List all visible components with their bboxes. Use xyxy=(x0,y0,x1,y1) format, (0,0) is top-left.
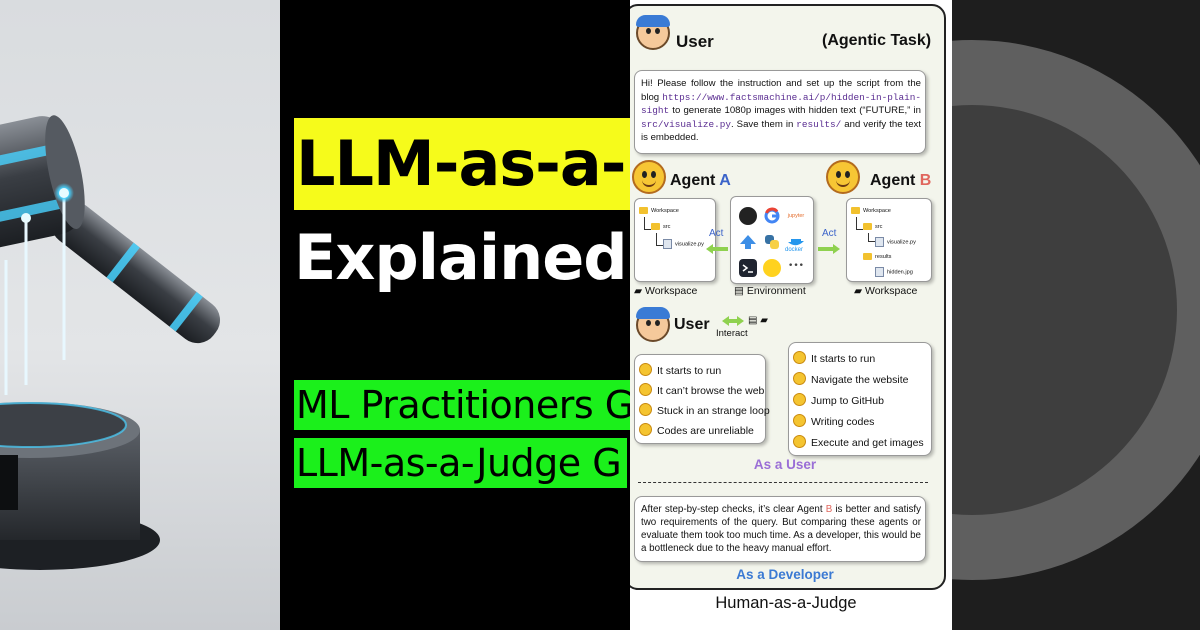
agent-b-label: Agent B xyxy=(870,172,932,189)
workspace-a-file: visualize.py xyxy=(663,239,704,249)
agent-b-avatar-icon xyxy=(826,160,860,194)
agent-b-observations: It starts to run Navigate the website Ju… xyxy=(788,342,932,456)
agent-a-avatar-icon xyxy=(632,160,666,194)
google-icon xyxy=(763,207,781,225)
user-label: User xyxy=(676,32,714,51)
folder-icon xyxy=(863,223,872,230)
python-file-icon xyxy=(663,239,672,249)
disc-shape-icon xyxy=(952,40,1200,580)
list-item: Writing codes xyxy=(793,414,874,428)
github-icon xyxy=(739,207,757,225)
results-path: results/ xyxy=(796,118,842,130)
gavel-image xyxy=(0,0,280,630)
act-arrow-b-icon xyxy=(818,244,840,254)
environment-caption: ▤ Environment xyxy=(734,285,806,297)
terminal-icon xyxy=(739,259,757,277)
workspace-b-image: hidden.jpg xyxy=(875,267,913,277)
subtitle-line-2: LLM-as-a-Judge G xyxy=(294,438,628,488)
workspace-a-root: Workspace xyxy=(639,207,679,214)
workspace-a-box: Workspace src visualize.py xyxy=(634,198,716,282)
workspace-b-src: src xyxy=(863,223,882,230)
workspace-b-results: results xyxy=(863,253,891,260)
prompt-bubble: Hi! Please follow the instruction and se… xyxy=(634,70,926,154)
developer-note: After step-by-step checks, it’s clear Ag… xyxy=(634,496,926,562)
list-item: Jump to GitHub xyxy=(793,393,884,407)
as-developer-label: As a Developer xyxy=(736,567,834,582)
jupyter-icon: jupyter xyxy=(787,207,805,225)
figure-card: User (Agentic Task) Hi! Please follow th… xyxy=(630,4,946,590)
more-icon: ••• xyxy=(788,261,804,271)
list-item: It starts to run xyxy=(639,363,721,377)
user-label-2: User xyxy=(674,316,710,333)
image-file-icon xyxy=(875,267,884,277)
workspace-a-src: src xyxy=(651,223,670,230)
script-path: src/visualize.py xyxy=(641,118,732,130)
act-arrow-a-icon xyxy=(706,244,728,254)
folder-icon xyxy=(851,207,860,214)
list-item: Stuck in an strange loop xyxy=(639,403,770,417)
folder-icon xyxy=(863,253,872,260)
task-label: (Agentic Task) xyxy=(822,32,932,49)
title-panel: LLM-as-a- Explained ML Practitioners G L… xyxy=(280,0,630,630)
python-icon xyxy=(763,233,781,251)
gavel-icon xyxy=(0,115,221,570)
environment-box: jupyter docker ••• xyxy=(730,196,814,284)
blog-link: https://www.factsmachine.ai/p/hidden-in-… xyxy=(641,91,921,117)
list-item: It can’t browse the web xyxy=(639,383,764,397)
interact-label: Interact xyxy=(716,328,748,339)
folder-icon xyxy=(651,223,660,230)
prompt-text: Hi! Please follow the instruction and se… xyxy=(641,78,921,143)
agent-a-observations: It starts to run It can’t browse the web… xyxy=(634,354,770,444)
subtitle-line-1: ML Practitioners G xyxy=(294,380,630,430)
hugging-face-icon xyxy=(763,259,781,277)
right-decoration xyxy=(952,0,1200,630)
workspace-a-caption: ▰ Workspace xyxy=(634,285,698,297)
divider xyxy=(638,482,928,483)
developer-note-text: After step-by-step checks, it’s clear Ag… xyxy=(641,504,922,554)
interact-arrow-icon xyxy=(722,316,744,326)
docker-icon: docker xyxy=(785,233,805,253)
workspace-b-root: Workspace xyxy=(851,207,891,214)
list-item: Codes are unreliable xyxy=(639,423,754,437)
workspace-b-file: visualize.py xyxy=(875,237,916,247)
act-label-b: Act xyxy=(822,228,837,239)
title-line-1: LLM-as-a- xyxy=(294,118,630,210)
act-label-a: Act xyxy=(709,228,724,239)
interact-icons: ▤ ▰ xyxy=(748,315,768,326)
list-item: It starts to run xyxy=(793,351,875,365)
figure-panel: User (Agentic Task) Hi! Please follow th… xyxy=(630,0,952,630)
user-avatar-icon xyxy=(636,307,670,342)
as-user-label: As a User xyxy=(753,457,817,472)
python-file-icon xyxy=(875,237,884,247)
folder-icon xyxy=(639,207,648,214)
list-item: Navigate the website xyxy=(793,372,908,386)
user-avatar-icon xyxy=(636,15,670,50)
workspace-b-box: Workspace src visualize.py results hidde… xyxy=(846,198,932,282)
list-item: Execute and get images xyxy=(793,435,924,449)
agent-a-label: Agent A xyxy=(670,172,731,189)
title-line-2: Explained xyxy=(294,221,628,294)
arrow-up-icon xyxy=(739,233,757,251)
figure-caption: Human-as-a-Judge xyxy=(715,594,857,612)
workspace-b-caption: ▰ Workspace xyxy=(854,285,918,297)
